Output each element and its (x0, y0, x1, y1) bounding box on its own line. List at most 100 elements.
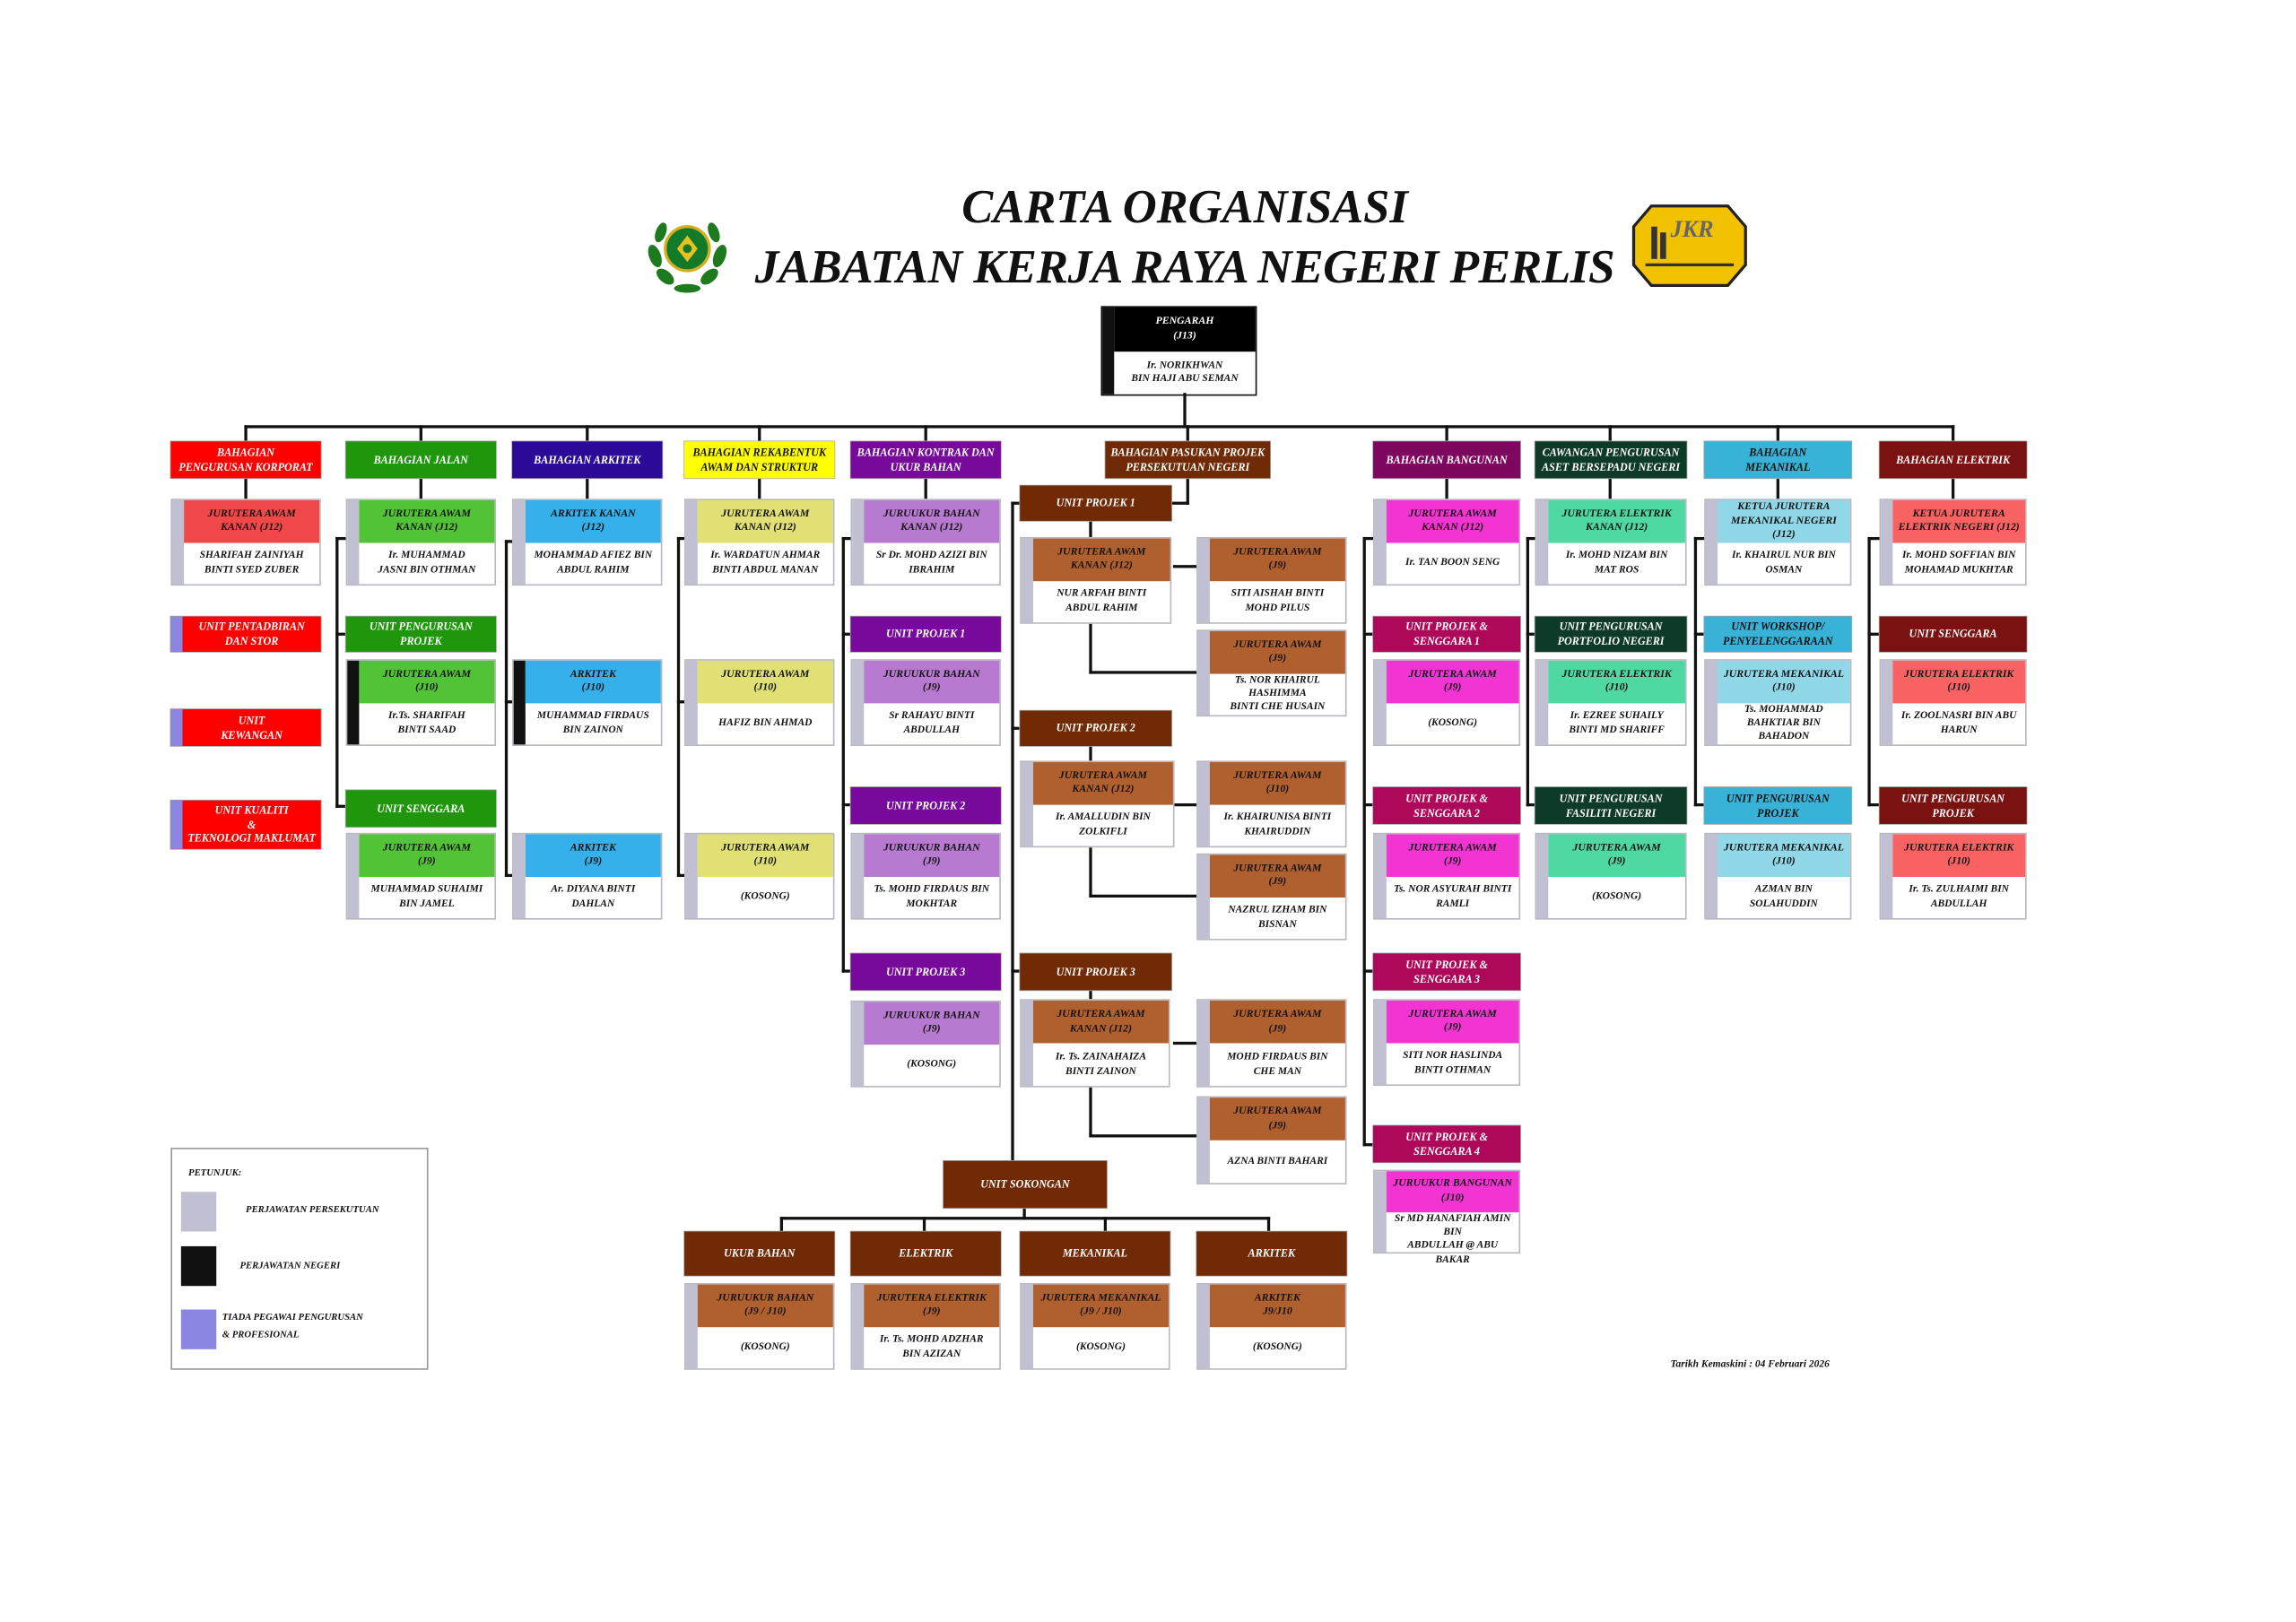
connector-line (1867, 633, 1879, 636)
connector-line (677, 874, 689, 877)
connector-line (842, 537, 854, 540)
position-type-bar (1536, 660, 1549, 745)
director-card: PENGARAH (J13) Ir. NORIKHWAN BIN HAJI AB… (1100, 306, 1257, 396)
officer-name: SHARIFAH ZAINIYAH BINTI SYED ZUBER (199, 549, 304, 576)
position-card: JURUTERA ELEKTRIK KANAN (J12)Ir. MOHD NI… (1535, 499, 1687, 586)
connector-line (1952, 477, 1954, 500)
position-type-bar (1536, 834, 1549, 918)
position-card: JURUTERA AWAM KANAN (J12)Ir. TAN BOON SE… (1373, 499, 1521, 586)
connector-line (780, 1217, 1270, 1219)
connector-line (1363, 537, 1366, 1146)
connector-line (758, 425, 761, 443)
unit-header: UNIT PROJEK 1 (850, 616, 1001, 652)
officer-name: Ts. NOR KHAIRUL HASHIMMA BINTI CHE HUSAI… (1230, 672, 1326, 714)
position-type-bar (1021, 538, 1033, 623)
officer-name: (KOSONG) (1076, 1340, 1126, 1353)
position-type-bar (1881, 834, 1893, 918)
connector-line (1011, 969, 1022, 973)
position-title: JURUTERA ELEKTRIK (J10) (1892, 660, 2026, 703)
position-title: JURUTERA MEKANIKAL (J10) (1718, 834, 1850, 877)
position-title: JURUTERA ELEKTRIK (J10) (1548, 660, 1685, 703)
position-card: JURUTERA AWAM (J9)(KOSONG) (1373, 659, 1521, 746)
position-title: ARKITEK KANAN (J12) (525, 499, 661, 542)
position-type-bar (1705, 499, 1718, 585)
sokongan-group-header: MEKANIKAL (1020, 1231, 1170, 1276)
connector-line (1183, 393, 1187, 428)
position-card: JURUUKUR BANGUNAN (J10)Sr MD HANAFIAH AM… (1373, 1169, 1521, 1265)
officer-name: Sr RAHAYU BINTI ABDULLAH (889, 709, 975, 736)
position-title: JURUUKUR BAHAN (J9) (864, 1002, 1000, 1045)
connector-line (925, 477, 927, 500)
position-title: JURUTERA MEKANIKAL (J9 / J10) (1032, 1284, 1169, 1327)
connector-line (1170, 502, 1189, 505)
position-type-bar (1197, 538, 1210, 623)
connector-line (335, 537, 338, 808)
connector-line (1173, 1042, 1198, 1045)
position-title: JURUUKUR BAHAN (J9 / J10) (697, 1284, 833, 1327)
sokongan-group-header: ELEKTRIK (850, 1231, 1001, 1276)
connector-line (1526, 803, 1538, 806)
connector-line (1694, 537, 1697, 806)
position-type-bar (852, 660, 865, 745)
officer-name: Ts. MOHAMMAD BAHKTIAR BIN BAHADON (1744, 702, 1823, 742)
unit-header: UNIT PENGURUSAN PROJEK (1704, 786, 1852, 824)
connector-line (335, 805, 347, 808)
position-title: KETUA JURUTERA MEKANIKAL NEGERI (J12) (1718, 499, 1850, 542)
position-card: KETUA JURUTERA MEKANIKAL NEGERI (J12)Ir.… (1704, 499, 1852, 586)
position-card: KETUA JURUTERA ELEKTRIK NEGERI (J12)Ir. … (1879, 499, 2027, 586)
unit-header: UNIT PROJEK & SENGGARA 4 (1373, 1125, 1521, 1163)
unit-header: UNIT SENGGARA (1879, 616, 2027, 652)
director-side-bar (1102, 307, 1115, 395)
connector-line (1089, 989, 1092, 1001)
position-card: JURUTERA AWAM (J10)Ir. KHAIRUNISA BINTI … (1196, 760, 1347, 848)
position-card: JURUTERA AWAM (J10)(KOSONG) (684, 832, 835, 920)
officer-name: (KOSONG) (1592, 889, 1642, 902)
connector-line (1089, 846, 1092, 898)
officer-name: Ts. MOHD FIRDAUS BIN MOKHTAR (874, 883, 990, 909)
connector-line (505, 874, 517, 877)
position-type-bar (852, 1284, 865, 1369)
connector-line (1446, 425, 1448, 443)
position-card: JURUUKUR BAHAN (J9)Ts. MOHD FIRDAUS BIN … (850, 832, 1001, 920)
connector-line (1363, 969, 1375, 973)
unit-header: UNIT PROJEK 3 (850, 953, 1001, 991)
position-type-bar (1197, 762, 1210, 846)
officer-name: NAZRUL IZHAM BIN BISNAN (1228, 904, 1327, 930)
legend-swatch-persekutuan (180, 1192, 217, 1232)
unit-sokongan-header: UNIT SOKONGAN (943, 1160, 1108, 1209)
legend-swatch-tiada (180, 1309, 217, 1349)
connector-line (1267, 1217, 1270, 1233)
position-card: ARKITEK KANAN (J12)MOHAMMAD AFIEZ BIN AB… (512, 499, 663, 586)
connector-line (1089, 895, 1198, 898)
position-card: JURUTERA AWAM KANAN (J12)Ir. WARDATUN AH… (684, 499, 835, 586)
last-updated: Tarikh Kemaskini : 04 Februari 2026 (1670, 1357, 1830, 1370)
position-title: JURUUKUR BANGUNAN (J10) (1386, 1171, 1519, 1212)
position-type-bar (171, 499, 185, 585)
connector-line (505, 540, 517, 542)
officer-name: MUHAMMAD SUHAIMI BIN JAMEL (370, 883, 483, 909)
position-card: JURUTERA AWAM (J9)(KOSONG) (1535, 832, 1687, 920)
connector-line (780, 1217, 783, 1233)
unit-header: UNIT PENGURUSAN PROJEK (1879, 786, 2027, 824)
position-type-bar (1374, 1171, 1387, 1253)
connector-line (842, 969, 854, 973)
position-type-bar (1881, 660, 1893, 745)
officer-name: HAFIZ BIN AHMAD (718, 716, 813, 729)
perlis-emblem-icon (648, 222, 727, 293)
position-card: JURUTERA AWAM (J9)AZNA BINTI BAHARI (1196, 1096, 1347, 1185)
officer-name: Ir. MUHAMMAD JASNI BIN OTHMAN (378, 549, 476, 576)
connector-line (1694, 537, 1706, 540)
position-title: JURUTERA MEKANIKAL (J10) (1718, 660, 1850, 703)
position-card: JURUTERA AWAM KANAN (J12)NUR ARFAH BINTI… (1020, 536, 1172, 624)
position-card: JURUTERA AWAM (J10)Ir.Ts. SHARIFAH BINTI… (345, 659, 497, 746)
officer-name: Ir. ZOOLNASRI BIN ABU HARUN (1900, 709, 2017, 736)
position-title: JURUTERA AWAM (J9) (1209, 630, 1345, 673)
position-card: JURUTERA MEKANIKAL (J10)AZMAN BIN SOLAHU… (1704, 832, 1852, 920)
position-card: JURUTERA AWAM (J9)Ts. NOR ASYURAH BINTI … (1373, 832, 1521, 920)
connector-line (677, 537, 680, 877)
position-title: JURUTERA ELEKTRIK (J10) (1892, 834, 2026, 877)
connector-line (1609, 425, 1612, 443)
legend-label-tiada: TIADA PEGAWAI PENGURUSAN & PROFESIONAL (222, 1312, 363, 1340)
officer-name: (KOSONG) (1428, 716, 1478, 729)
unit-header: UNIT PENTADBIRAN DAN STOR (170, 616, 321, 652)
